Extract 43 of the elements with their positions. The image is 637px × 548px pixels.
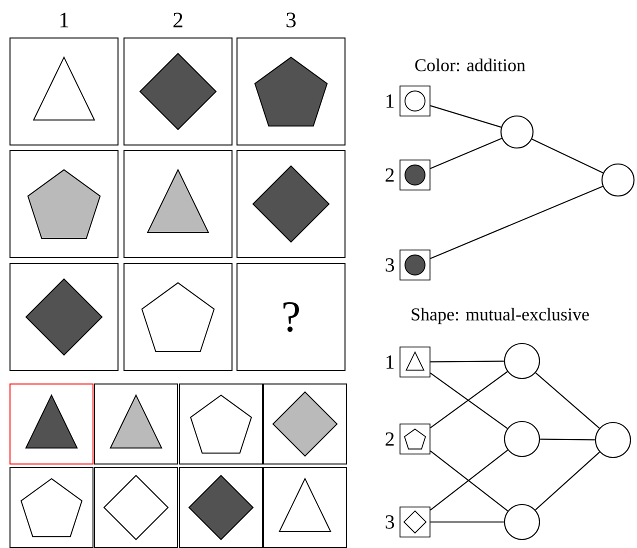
answer-cell xyxy=(94,467,178,548)
neuron-circle xyxy=(594,422,632,458)
matrix-cell xyxy=(124,38,232,146)
input-number: 2 xyxy=(386,168,394,182)
column-number: 2 xyxy=(173,12,182,28)
answer-cell xyxy=(10,384,94,464)
answer-cell xyxy=(263,384,347,464)
matrix-cell xyxy=(10,38,118,146)
connector-line xyxy=(540,438,595,440)
connector-line xyxy=(430,138,502,170)
input-number: 1 xyxy=(386,94,394,108)
answer-cell xyxy=(179,467,263,548)
input-number: 2 xyxy=(386,432,394,446)
answer-cell xyxy=(10,467,94,548)
connector-line xyxy=(430,360,504,362)
matrix-cell xyxy=(124,150,232,258)
answer-cell xyxy=(94,384,178,464)
input-number: 3 xyxy=(386,258,394,272)
neuron-circle xyxy=(504,504,540,540)
column-number: 1 xyxy=(60,12,68,28)
answer-cell xyxy=(179,384,263,464)
neuron-circle xyxy=(601,163,635,197)
matrix-cell xyxy=(10,263,118,371)
neuron-circle xyxy=(500,115,534,149)
input-number: 3 xyxy=(386,515,394,529)
matrix-cell xyxy=(124,263,232,371)
connector-line xyxy=(430,186,603,260)
connector-line xyxy=(535,452,600,510)
matrix-cell xyxy=(236,38,346,146)
panel-title: Color: addition xyxy=(415,58,526,72)
answer-cell xyxy=(263,467,347,548)
input-number: 1 xyxy=(386,355,394,369)
connector-line xyxy=(430,105,502,128)
connector-line xyxy=(532,138,604,174)
matrix-cell: ? xyxy=(236,263,346,371)
matrix-cell xyxy=(10,150,118,258)
panel-title: Shape: mutual-exclusive xyxy=(412,308,589,324)
column-number: 3 xyxy=(286,12,296,28)
connector-line xyxy=(430,521,504,523)
neuron-circle xyxy=(504,420,540,458)
connector-line xyxy=(535,372,600,429)
matrix-cell xyxy=(236,150,346,258)
neuron-circle xyxy=(504,342,540,380)
